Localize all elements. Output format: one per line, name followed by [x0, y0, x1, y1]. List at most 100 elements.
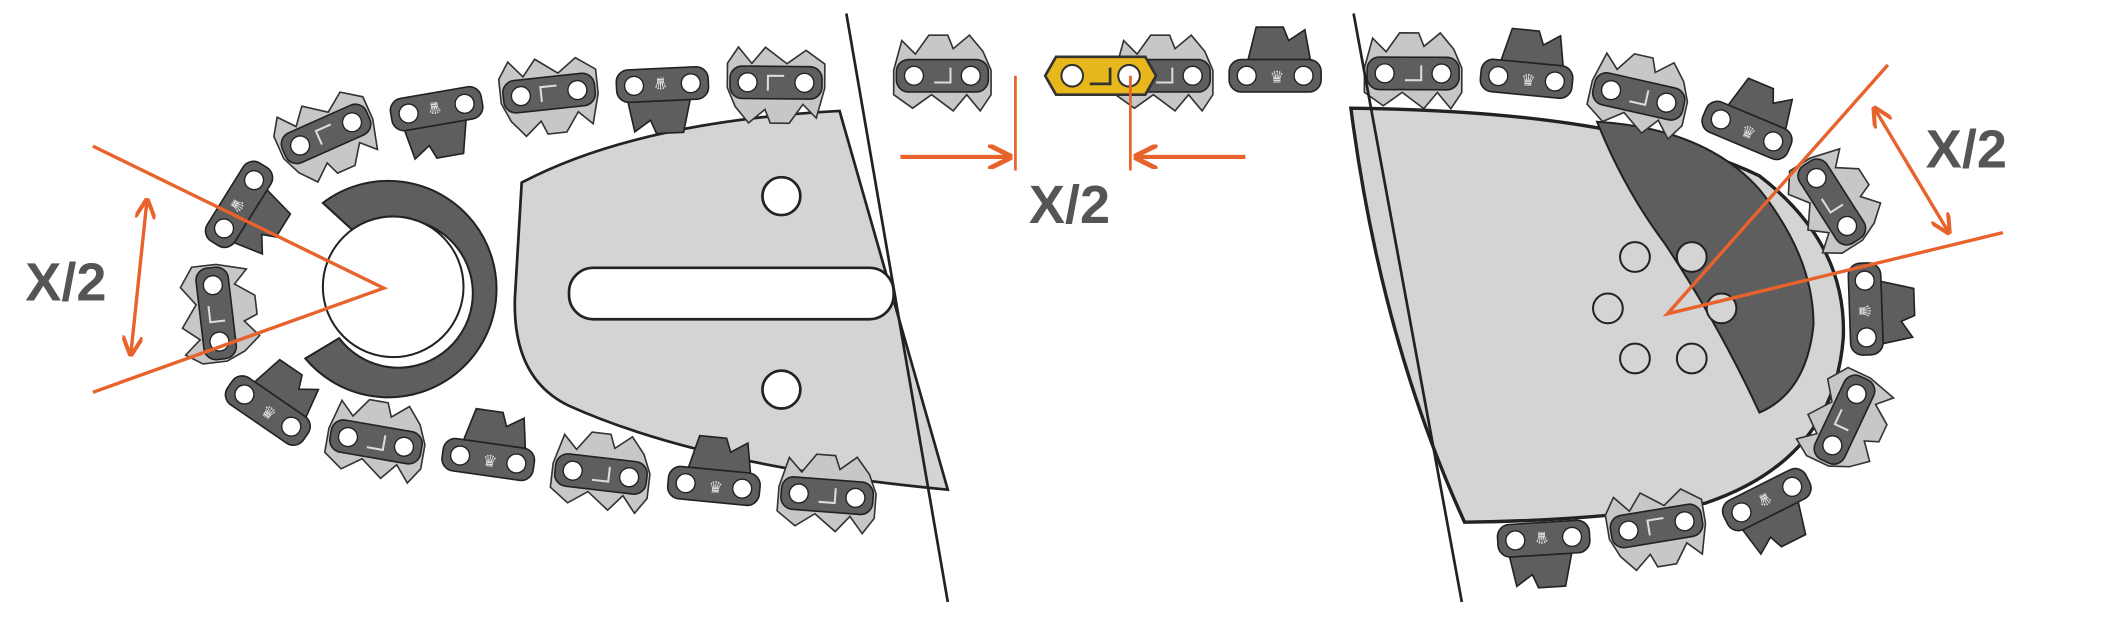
pitch-angle-lines-right	[1662, 63, 2004, 317]
rivet	[1182, 65, 1203, 86]
cutter-tooth	[627, 98, 692, 135]
rivet	[510, 85, 532, 107]
rivet	[213, 218, 235, 239]
husqvarna-crown-icon: ♛	[1534, 528, 1550, 548]
rivet	[623, 75, 645, 96]
link-mark	[207, 306, 226, 324]
link-mark	[1156, 67, 1174, 84]
rivet	[960, 65, 981, 86]
rivet	[1710, 109, 1731, 130]
chain-link	[776, 453, 877, 536]
husqvarna-crown-icon: ♛	[426, 97, 444, 118]
rivet	[1806, 167, 1827, 189]
rivet	[1854, 270, 1875, 291]
rivet	[567, 79, 588, 101]
rivet	[788, 483, 809, 504]
rivet	[1431, 63, 1452, 84]
left-panel-drive-sprocket: ♛♛♛♛♛♛ X/2	[25, 13, 950, 603]
chain-link	[497, 56, 599, 138]
rivet	[1763, 131, 1784, 152]
rivet	[845, 487, 866, 509]
rivet	[398, 103, 419, 124]
chain-link: ♛	[389, 85, 484, 161]
link-mark	[1404, 65, 1423, 82]
link-mark	[1820, 198, 1844, 214]
rivet	[1544, 71, 1565, 92]
rivet	[1656, 92, 1677, 113]
rivet	[1731, 502, 1752, 523]
husqvarna-crown-icon: ♛	[1520, 70, 1536, 90]
right-panel-nose-sprocket: ♛ ♛ ♛ ♛ ♛ X/2	[1348, 13, 2007, 603]
chain-link: ♛	[1228, 26, 1322, 93]
chain-link: ♛	[1701, 77, 1794, 161]
chain-left: ♛♛♛♛♛♛	[179, 45, 877, 536]
rivet	[562, 460, 583, 481]
panel-divider-left	[845, 13, 950, 603]
husqvarna-crown-icon: ♛	[481, 451, 498, 472]
rivet	[1561, 526, 1583, 548]
chain-link: ♛	[615, 65, 710, 135]
chain-link: ♛	[666, 434, 761, 507]
link-mark	[366, 435, 387, 452]
rivet	[1600, 80, 1622, 101]
rivet	[1293, 65, 1314, 86]
chain-link	[1787, 147, 1882, 255]
cutter-tooth	[1508, 552, 1573, 589]
chain-link: ♛	[1721, 467, 1812, 556]
link-mark	[766, 74, 785, 91]
nose-sprocket	[1595, 120, 1815, 414]
rivet	[1505, 530, 1526, 551]
chain-link	[1586, 51, 1689, 141]
link-mark	[591, 466, 611, 483]
rivet	[618, 467, 640, 488]
rivet	[680, 73, 701, 94]
rivet	[234, 384, 255, 405]
husqvarna-crown-icon: ♛	[1270, 68, 1285, 87]
pitch-label-right: X/2	[1926, 120, 2007, 180]
husqvarna-crown-icon: ♛	[1855, 303, 1874, 318]
rivet	[506, 453, 527, 474]
chain-link	[892, 34, 992, 113]
cutter-tooth	[1247, 26, 1312, 61]
chain-link: ♛	[441, 407, 536, 482]
highlighted-link	[1043, 55, 1158, 97]
rivet	[903, 65, 925, 86]
chain-link	[1604, 488, 1707, 572]
rivet	[732, 478, 753, 499]
rivet	[289, 135, 311, 156]
rivet	[202, 275, 223, 296]
rivet	[337, 426, 359, 448]
rivet	[1846, 383, 1867, 405]
rivet	[281, 416, 302, 437]
link-mark	[539, 84, 557, 103]
rivet	[1618, 520, 1639, 541]
chain-link: ♛	[1479, 27, 1574, 100]
chain-link	[323, 398, 426, 485]
chain-link: ♛	[224, 358, 320, 447]
husqvarna-crown-icon: ♛	[653, 74, 668, 94]
chain-right: ♛ ♛ ♛ ♛ ♛	[1363, 27, 1916, 589]
pitch-angle-lines-left	[92, 144, 389, 394]
rivet	[675, 473, 696, 494]
bar-hole-top	[761, 175, 802, 217]
chain-link: ♛	[1847, 262, 1916, 356]
rivet	[737, 72, 758, 93]
link-mark	[934, 67, 952, 84]
rivet	[1674, 511, 1695, 532]
chain-link	[273, 91, 379, 184]
chain-link	[726, 45, 826, 125]
pitch-arrow-left	[131, 200, 147, 354]
rivet	[1488, 65, 1509, 87]
husqvarna-crown-icon: ♛	[708, 477, 724, 497]
chain-link	[1795, 366, 1896, 468]
pitch-label-left: X/2	[25, 252, 106, 312]
rivet-holes	[1592, 241, 1738, 375]
panel-divider-right	[1352, 13, 1464, 603]
bar-hole-bottom	[761, 369, 802, 410]
rivet	[449, 445, 471, 466]
link-mark	[1646, 516, 1664, 536]
link-mark	[1629, 90, 1650, 107]
rivet	[1782, 476, 1803, 498]
pitch-arrow-right	[1874, 108, 1948, 232]
